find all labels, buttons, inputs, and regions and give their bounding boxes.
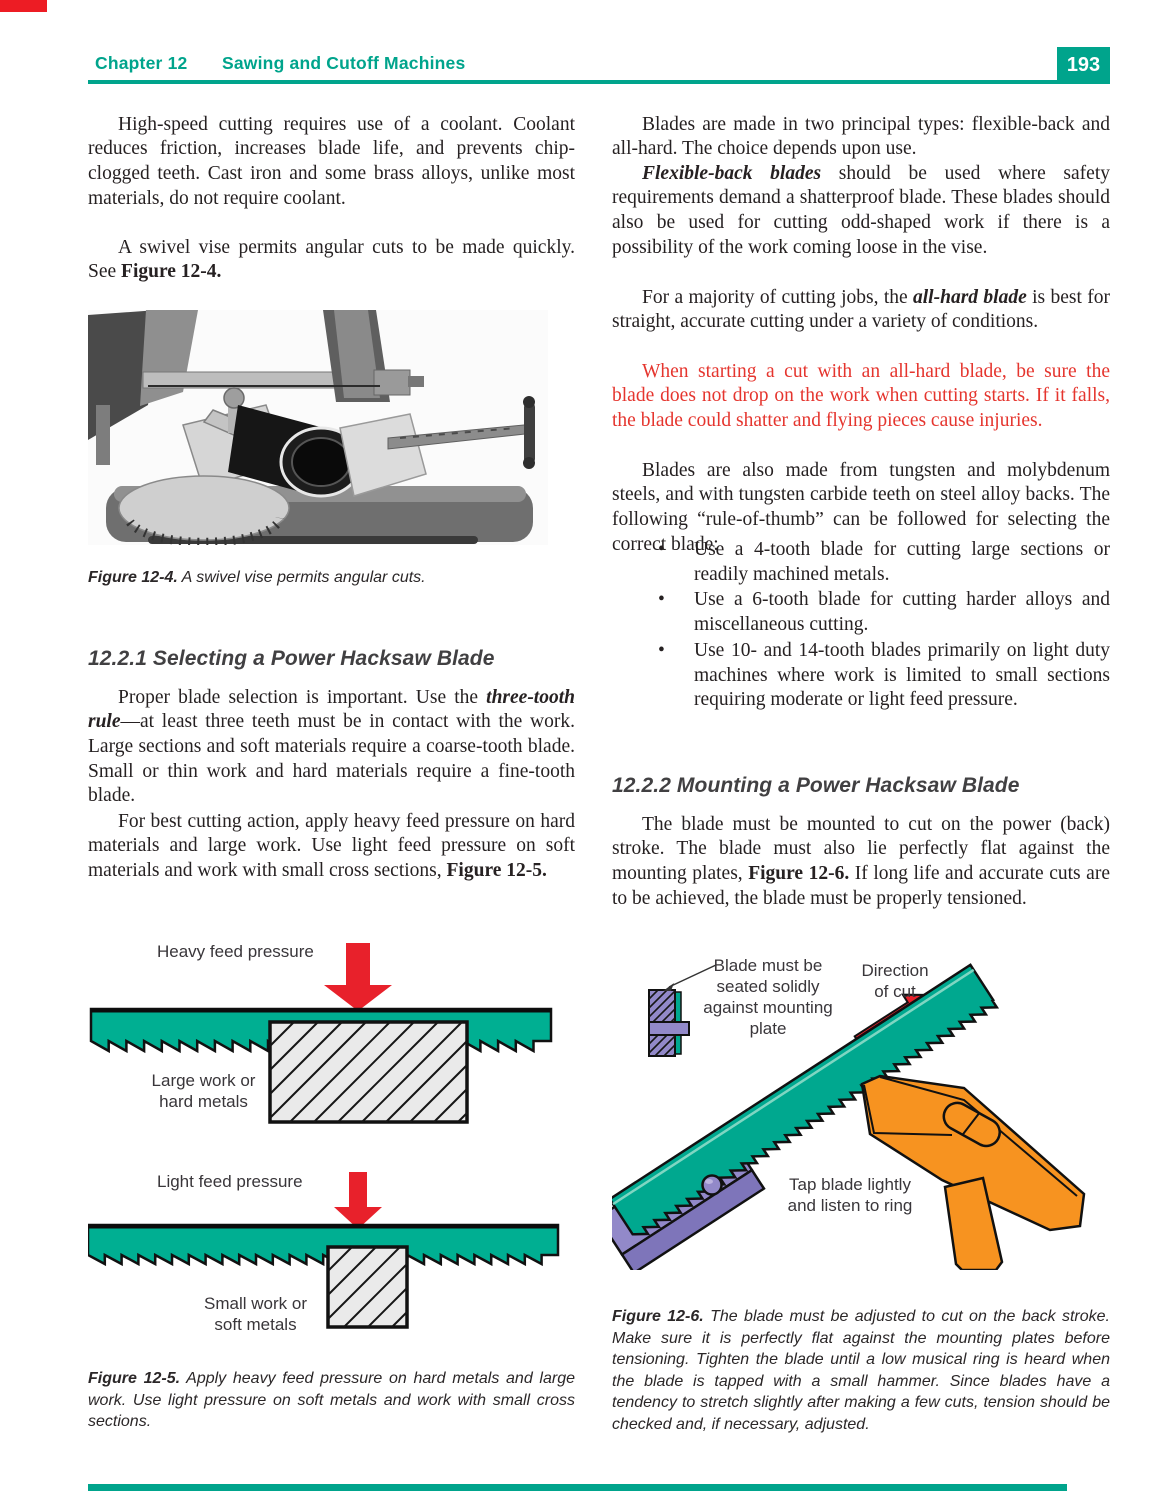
left-column: High-speed cutting requires use of a coo… xyxy=(88,0,575,1495)
paragraph: A swivel vise permits angular cuts to be… xyxy=(88,236,575,285)
small-work-label: Small work or soft metals xyxy=(204,1294,307,1334)
key-term: all-hard blade xyxy=(913,286,1027,308)
paragraph-text: For a majority of cutting jobs, the xyxy=(642,286,914,308)
figure-12-4-caption: Figure 12-4. A swivel vise permits angul… xyxy=(88,567,575,589)
paragraph-text: —at least three teeth must be in contact… xyxy=(88,711,575,807)
tap-blade-label: Tap blade lightly and listen to ring xyxy=(787,1175,913,1215)
blade-seated-label: Blade must be seated solidly against mou… xyxy=(703,956,833,1038)
list-item: Use 10- and 14-tooth blades primarily on… xyxy=(658,639,1110,713)
blade-mounting-diagram xyxy=(612,963,1086,1270)
paragraph: Blades are also made from tungsten and m… xyxy=(612,459,1110,558)
hammer-head xyxy=(860,1074,1086,1232)
paragraph: High-speed cutting requires use of a coo… xyxy=(88,113,575,212)
figure-reference: Figure 12-5. xyxy=(446,859,547,881)
paragraph: Proper blade selection is important. Use… xyxy=(88,686,575,810)
chapter-label: Chapter 12 xyxy=(95,53,188,73)
figure-12-5-caption: Figure 12-5. Apply heavy feed pressure o… xyxy=(88,1368,575,1433)
figure-reference: Figure 12-6. xyxy=(748,862,850,884)
paragraph-text: For best cutting action, apply heavy fee… xyxy=(88,810,575,881)
caption-label: Figure 12-6. xyxy=(612,1308,704,1325)
red-corner-mark xyxy=(0,0,47,12)
paragraph: The blade must be mounted to cut on the … xyxy=(612,813,1110,912)
section-heading-12-2-1: 12.2.1 Selecting a Power Hacksaw Blade xyxy=(88,647,495,671)
section-heading-12-2-2: 12.2.2 Mounting a Power Hacksaw Blade xyxy=(612,774,1020,798)
swivel-vise-photo-illustration xyxy=(88,310,548,545)
figure-12-6-caption: Figure 12-6. The blade must be adjusted … xyxy=(612,1306,1110,1435)
paragraph-text: Blades are also made from tungsten and m… xyxy=(612,459,1110,555)
caption-label: Figure 12-4. xyxy=(88,569,178,586)
safety-warning-paragraph: When starting a cut with an all-hard bla… xyxy=(612,360,1110,434)
paragraph: For best cutting action, apply heavy fee… xyxy=(88,810,575,884)
feed-pressure-diagram xyxy=(88,943,560,1329)
paragraph-text: If long life and accurate cuts are to be… xyxy=(612,862,1110,909)
list-item: Use a 6-tooth blade for cutting harder a… xyxy=(658,588,1110,637)
bottom-page-rule xyxy=(88,1484,1067,1491)
list-item: Use a 4-tooth blade for cutting large se… xyxy=(658,538,1110,587)
light-arrow xyxy=(334,1172,382,1229)
paragraph-text: The blade must be mounted to cut on the … xyxy=(612,813,1110,884)
paragraph-text: is best for straight, accurate cutting u… xyxy=(612,286,1111,333)
paragraph-text: should be used where safety requirements… xyxy=(612,162,1110,258)
large-work-label: Large work or hard metals xyxy=(151,1071,256,1111)
paragraph: Blades are made in two principal types: … xyxy=(612,113,1110,162)
figure-12-6-diagram: Blade must be seated solidly against mou… xyxy=(612,938,1112,1270)
key-term: three-tooth rule xyxy=(88,686,575,733)
caption-text: The blade must be adjusted to cut on the… xyxy=(612,1308,1110,1433)
paragraph-text: Blades are made in two principal types: … xyxy=(612,113,1110,160)
light-feed-pressure-label: Light feed pressure xyxy=(157,1172,303,1191)
paragraph-text: High-speed cutting requires use of a coo… xyxy=(88,113,575,209)
key-term: Flexible-back blades xyxy=(642,162,822,184)
list-item-text: Use a 6-tooth blade for cutting harder a… xyxy=(694,589,1110,636)
list-item-text: Use 10- and 14-tooth blades primarily on… xyxy=(694,639,1110,711)
right-column: Blades are made in two principal types: … xyxy=(612,0,1110,1495)
heavy-feed-pressure-label: Heavy feed pressure xyxy=(157,942,314,961)
chapter-title: Sawing and Cutoff Machines xyxy=(222,53,466,73)
list-item-text: Use a 4-tooth blade for cutting large se… xyxy=(694,539,1110,585)
figure-reference: Figure 12-4. xyxy=(121,261,222,283)
paragraph-text: Proper blade selection is important. Use… xyxy=(118,686,487,708)
page-number-badge: 193 xyxy=(1057,47,1110,84)
heavy-arrow xyxy=(324,943,392,1011)
direction-of-cut-label: Direction of cut xyxy=(861,961,929,1001)
caption-text: Apply heavy feed pressure on hard metals… xyxy=(88,1370,575,1430)
hammer-handle xyxy=(943,1176,1004,1270)
figure-12-4-photo xyxy=(88,310,548,545)
paragraph-text: A swivel vise permits angular cuts to be… xyxy=(88,236,575,283)
blade-selection-list: Use a 4-tooth blade for cutting large se… xyxy=(612,538,1110,714)
header-rule xyxy=(88,80,1057,84)
figure-12-5-diagram: Heavy feed pressure Large work or hard m… xyxy=(88,935,575,1347)
caption-label: Figure 12-5. xyxy=(88,1370,181,1387)
warning-text: When starting a cut with an all-hard bla… xyxy=(612,360,1110,431)
paragraph: Flexible-back blades should be used wher… xyxy=(612,162,1110,261)
paragraph: For a majority of cutting jobs, the all-… xyxy=(612,286,1110,335)
caption-text: A swivel vise permits angular cuts. xyxy=(177,569,426,586)
